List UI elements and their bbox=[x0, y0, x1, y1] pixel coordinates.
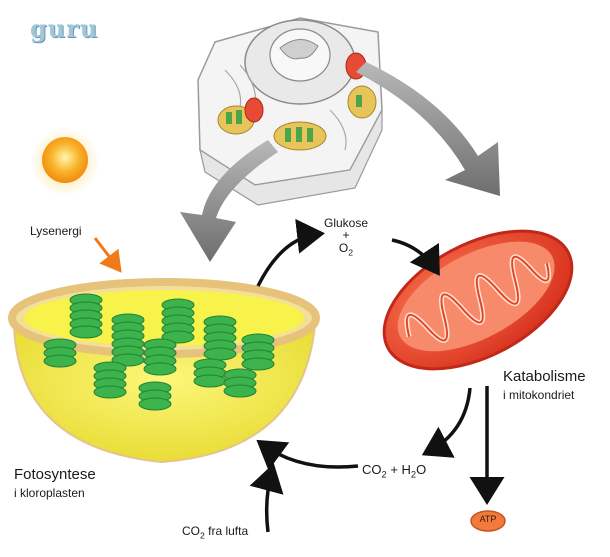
granum-stack bbox=[111, 313, 145, 367]
cell-mitochondrion-left bbox=[244, 97, 264, 123]
catabolism-title: Katabolisme bbox=[503, 368, 586, 385]
thylakoid-disc bbox=[43, 354, 77, 368]
big-arrow-to-chloroplast bbox=[180, 140, 278, 262]
thylakoid-disc bbox=[223, 384, 257, 398]
granum-stack bbox=[93, 361, 127, 399]
big-arrow-to-mitochondrion bbox=[356, 62, 500, 196]
co2-h2o-label: CO2 + H2O bbox=[362, 462, 427, 480]
light-energy-arrow bbox=[93, 237, 122, 273]
granum-stack bbox=[43, 338, 77, 368]
photosynthesis-subtitle: i kloroplasten bbox=[14, 486, 85, 500]
granum-stack bbox=[193, 358, 227, 388]
cell-illustration bbox=[197, 17, 383, 206]
arrow-chloroplast-to-glucose bbox=[256, 218, 325, 287]
light-energy-label: Lysenergi bbox=[30, 224, 82, 238]
catabolism-subtitle: i mitokondriet bbox=[503, 388, 575, 402]
thylakoid-disc bbox=[93, 385, 127, 399]
grana-group bbox=[43, 293, 275, 411]
arrow-co2-h2o-to-chloroplast bbox=[256, 439, 359, 471]
granum-stack bbox=[161, 298, 195, 344]
thylakoid-disc bbox=[143, 362, 177, 376]
guru-logo: guru bbox=[30, 14, 99, 43]
atp-badge bbox=[470, 510, 506, 532]
granum-stack bbox=[223, 368, 257, 398]
sun-icon bbox=[42, 137, 88, 183]
arrow-co2-air-to-chloroplast bbox=[249, 463, 284, 533]
glucose-o2-label: Glukose + O2 bbox=[323, 216, 369, 258]
cell-chloroplast-bottom bbox=[273, 121, 327, 151]
photosynthesis-title: Fotosyntese bbox=[14, 466, 96, 483]
co2-air-label: CO2 fra lufta bbox=[182, 524, 249, 541]
thylakoid-disc bbox=[241, 357, 275, 371]
granum-stack bbox=[143, 338, 177, 376]
arrow-mitochondrion-to-co2-h2o bbox=[421, 387, 472, 458]
granum-stack bbox=[241, 333, 275, 371]
cell-chloroplast-right bbox=[347, 85, 377, 119]
granum-stack bbox=[138, 381, 172, 411]
thylakoid-disc bbox=[203, 347, 237, 361]
thylakoid-disc bbox=[69, 325, 103, 339]
granum-stack bbox=[203, 315, 237, 361]
thylakoid-disc bbox=[138, 397, 172, 411]
arrow-glucose-to-mitochondrion bbox=[391, 238, 440, 276]
thylakoid-disc bbox=[193, 374, 227, 388]
atp-label: ATP bbox=[479, 514, 497, 524]
granum-stack bbox=[69, 293, 103, 339]
